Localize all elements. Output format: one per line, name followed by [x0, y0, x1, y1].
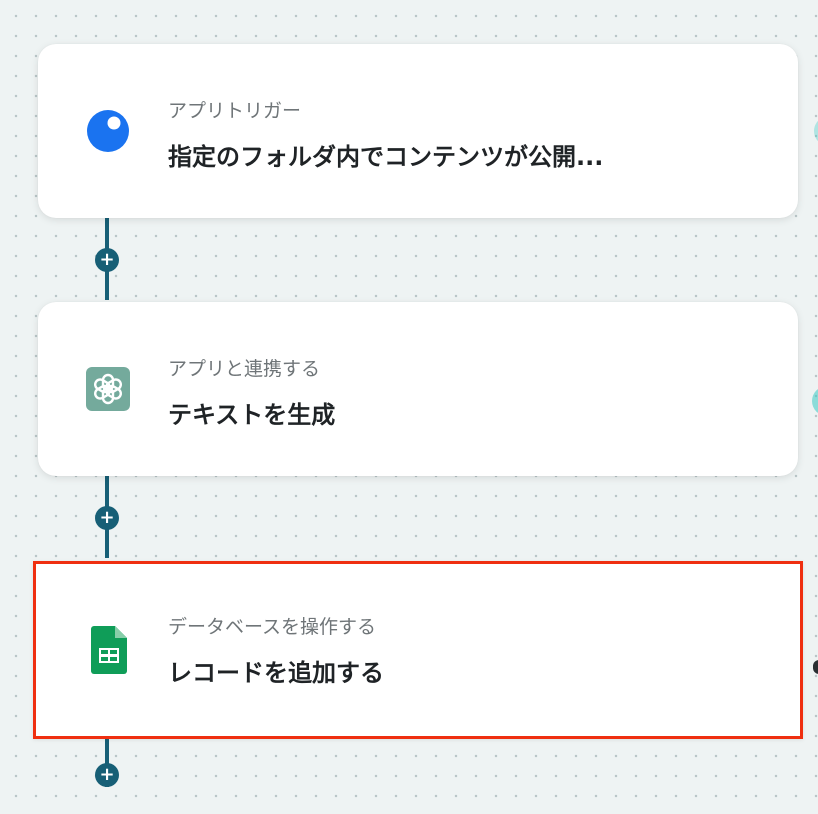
add-step-button-3[interactable]: +	[95, 763, 119, 787]
chatgpt-icon	[85, 366, 131, 412]
flow-step-card-sheets[interactable]: データベースを操作する レコードを追加する	[33, 561, 803, 739]
google-sheets-icon	[91, 626, 137, 674]
step-status-indicator-3	[813, 660, 818, 674]
add-step-button-1[interactable]: +	[95, 248, 119, 272]
step-category-label: データベースを操作する	[168, 616, 377, 638]
step-category-label: アプリと連携する	[168, 358, 321, 380]
flow-step-card-chatgpt[interactable]: アプリと連携する テキストを生成	[38, 302, 798, 476]
step-title: 指定のフォルダ内でコンテンツが公開...	[168, 143, 604, 171]
flow-connector-3	[105, 737, 109, 787]
step-status-indicator-1	[814, 116, 818, 146]
step-category-label: アプリトリガー	[168, 100, 302, 122]
blue-dot-trigger-icon	[85, 108, 131, 154]
add-step-button-2[interactable]: +	[95, 506, 119, 530]
step-status-indicator-2	[812, 386, 818, 416]
step-title: レコードを追加する	[168, 659, 384, 687]
step-title: テキストを生成	[168, 401, 336, 429]
flow-step-card-trigger[interactable]: アプリトリガー 指定のフォルダ内でコンテンツが公開...	[38, 44, 798, 218]
